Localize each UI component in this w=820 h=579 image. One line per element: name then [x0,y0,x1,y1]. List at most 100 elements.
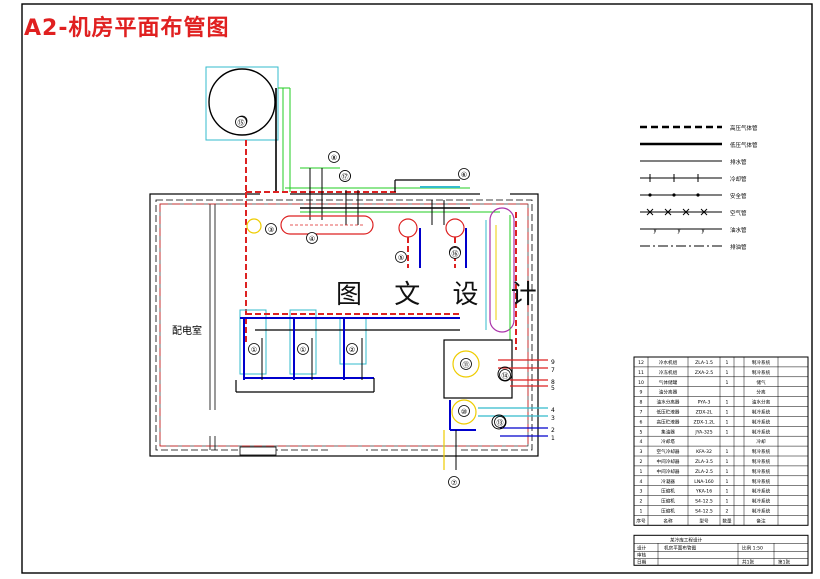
bom-note: 冷却 [756,438,766,445]
callout-14: ⑬ [494,416,506,428]
callout-6: ⑤ [395,251,407,263]
callout-15: ⑭ [499,369,511,381]
bom-note: 制冷系统 [752,507,771,514]
bom-no: 2 [640,499,643,505]
design-label: 设计 [637,544,647,551]
bom-no: 4 [640,439,643,445]
bom-no: 2 [640,459,643,465]
drawing-name: 机房平面布管图 [664,544,697,551]
bom-qty: 1 [726,459,729,465]
callout-9: ⑧ [328,151,340,163]
bom-name: 油水分离器 [657,399,680,406]
side-number: 1 [551,435,555,442]
callout-4: ③ [265,223,277,235]
bom-no: 3 [640,449,643,455]
bom-note: 分离 [756,389,766,396]
callout-label: ⑭ [502,372,509,380]
callout-label: ⑬ [497,419,504,427]
callout-label: ⑯ [452,250,459,258]
callout-label: ⑤ [398,254,404,262]
callout-8: ⑦ [448,476,460,488]
bom-name: 冷水机组 [659,359,678,366]
legend-item: 低压气体管 [640,141,758,149]
bom-qty: 1 [726,489,729,495]
sheet-border [21,3,813,574]
bom-no: 5 [640,429,643,435]
legend-item: 高压气体管 [640,124,758,132]
bom-qty: 2 [726,508,729,514]
bom-note: 制冷系统 [752,408,771,415]
bom-name: 冷冻机组 [659,369,678,376]
bom-qty: 1 [726,400,729,406]
callout-3: ② [346,343,358,355]
callout-1: ① [248,343,260,355]
callout-17: ⑯ [449,247,461,259]
bom-no: 8 [640,400,643,406]
side-number: 4 [551,407,555,414]
callout-label: ⑮ [238,119,245,127]
callout-18: ⑰ [339,170,351,182]
bom-header-no: 序号 [636,517,646,524]
bom-header-qty: 数量 [722,517,732,524]
bom-name: 中间冷却器 [657,468,680,475]
project-name: 某冷库工程设计 [670,536,703,543]
legend-item: 冷却管 [640,174,747,183]
bom-no: 7 [640,409,643,415]
side-number: 8 [551,379,555,386]
bom-model: PYA-3 [698,400,711,406]
bom-no: 1 [640,508,643,514]
bom-model: ZXA-2.5 [695,370,713,376]
callout-label: ⑪ [463,361,470,369]
bom-no: 12 [638,360,644,366]
bom-note: 制冷系统 [752,369,771,376]
bom-name: 低压贮液器 [657,408,680,415]
callout-label: ⑥ [461,171,467,179]
callout-12: ⑪ [460,358,472,370]
callout-2: ① [297,343,309,355]
bom-note: 制冷系统 [752,478,771,485]
legend-label: 冷却管 [730,175,747,183]
callout-group: ①①②③④⑤⑥⑦⑧⑨⑩⑪⑫⑬⑭⑮⑯⑰ [235,116,511,488]
bom-no: 3 [640,489,643,495]
bom-note: 制冷系统 [752,458,771,465]
callout-label: ⑩ [461,408,467,416]
bom-model: ZLA-3.5 [695,459,713,465]
drawing-title: A2-机房平面布管图 [24,16,230,41]
bom-no: 6 [640,419,643,425]
bom-note: 储气 [756,379,766,386]
bom-qty: 1 [726,449,729,455]
legend-label: 高压气体管 [730,124,758,132]
side-number: 7 [551,367,555,374]
bom-qty: 1 [726,409,729,415]
tower-pipes [245,87,291,345]
legend-item: 排水管 [640,158,747,166]
callout-11: ⑩ [458,405,470,417]
bom-no: 11 [638,370,644,376]
bom-name: 油分离器 [659,389,678,396]
check-label: 审核 [637,551,647,558]
bom-model: YKA-16 [695,489,712,495]
bom-name: 压缩机 [661,488,675,495]
bom-model: JYA-325 [694,429,712,435]
bom-note: 制冷系统 [752,448,771,455]
scale-text: 比例 1:50 [742,544,763,551]
bom-model: ZLA-1.5 [695,360,713,366]
sheet-number: 第1张 [778,558,791,565]
bom-qty: 1 [726,479,729,485]
bom-name: 中间冷却器 [657,458,680,465]
bom-name: 压缩机 [661,498,675,505]
date-label: 日期 [637,559,647,565]
callout-7: ⑥ [458,168,470,180]
bom-name: 空气冷却器 [657,448,680,455]
bom-note: 制冷系统 [752,418,771,425]
red-dashed-zone [159,203,529,447]
bom-model: KFA-32 [696,449,712,455]
callout-label: ① [300,346,306,354]
legend-label: 排油管 [730,243,747,251]
callout-label: ⑰ [342,173,349,181]
bom-header-model: 型号 [699,517,709,524]
